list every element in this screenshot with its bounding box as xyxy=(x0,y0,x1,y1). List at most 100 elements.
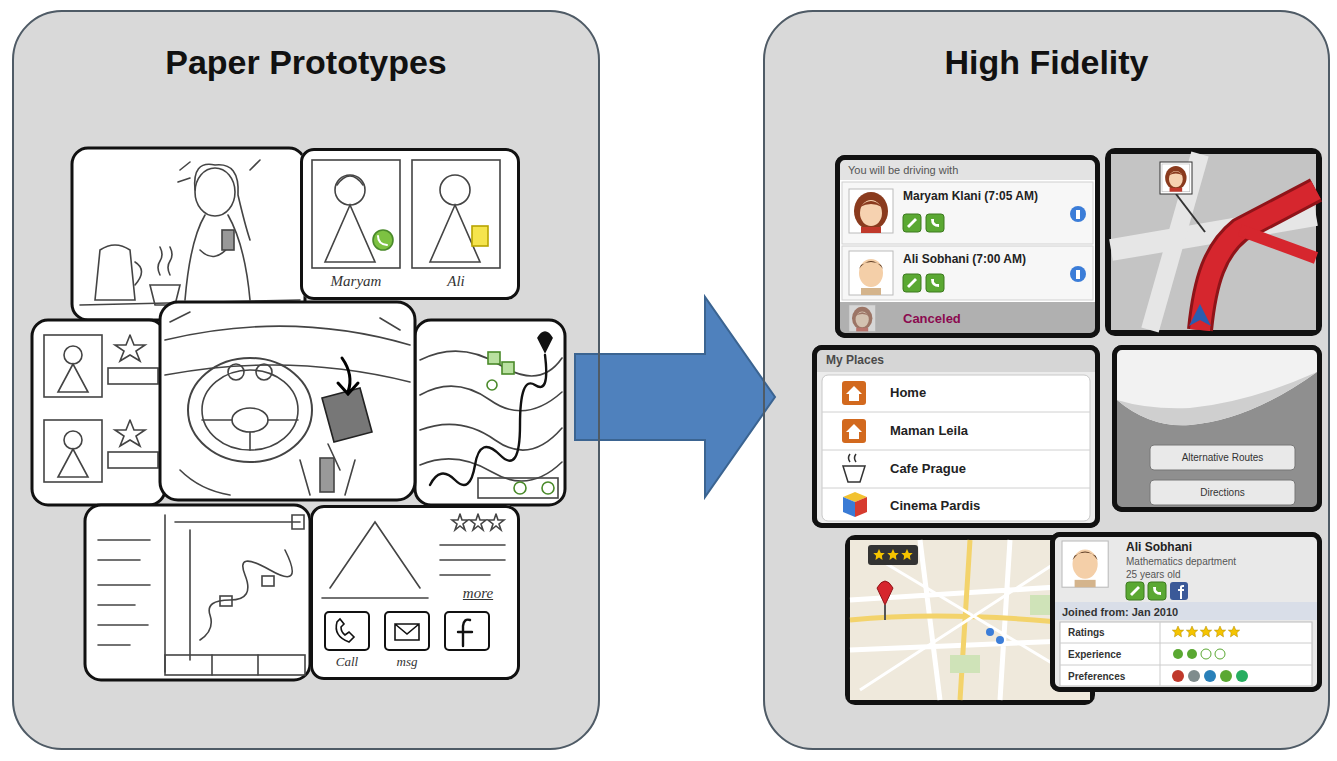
sketch-card-part xyxy=(338,358,358,394)
sketch-card-part xyxy=(336,619,354,642)
screen-header: My Places xyxy=(826,353,1046,368)
sketch-card-part xyxy=(310,505,520,680)
sketch-card-part xyxy=(415,320,565,505)
phone-screen: Ali SobhaniMathematics department25 year… xyxy=(1050,532,1322,692)
phone-screen-part xyxy=(1117,350,1317,425)
phone-screen xyxy=(1112,345,1322,512)
phone-screen-part xyxy=(1070,266,1086,282)
sketch-card-part xyxy=(378,236,387,245)
sketch-card-part xyxy=(488,514,504,530)
map-screen-part xyxy=(860,560,1080,690)
map-screen-part xyxy=(887,549,898,560)
navigation-screen-part xyxy=(1162,164,1190,192)
sketch-card-part xyxy=(538,332,552,352)
sketch-card-part xyxy=(412,160,500,268)
sketch-card-part xyxy=(440,545,505,575)
phone-screen: Alternative RoutesDirections xyxy=(1112,345,1322,512)
map-screen-part xyxy=(901,549,912,560)
sketch-card-part xyxy=(220,596,232,606)
phone-screen-part xyxy=(846,386,862,401)
sketch-card-part xyxy=(165,326,410,345)
sketch-card-part xyxy=(108,368,158,384)
panel-ground xyxy=(12,10,600,750)
phone-screen-part xyxy=(1188,670,1200,682)
phone-screen-part xyxy=(1070,206,1086,222)
map-screen-part xyxy=(877,581,893,605)
navigation-screen-part xyxy=(1105,148,1322,336)
phone-screen-part xyxy=(817,350,1095,372)
sketch-card-part xyxy=(487,380,497,390)
sketch-card-part xyxy=(262,576,274,586)
phone-screen-part xyxy=(840,302,1095,333)
sketch-card-part xyxy=(430,355,546,485)
phone-screen-part xyxy=(903,214,921,232)
phone-screen-part xyxy=(846,424,862,439)
navigation-screen-part xyxy=(1176,194,1205,232)
navigation-screen-part xyxy=(1189,304,1211,326)
contact-name: Maryam Klani (7:05 AM) xyxy=(903,189,1068,204)
status-text: Canceled xyxy=(903,311,1053,327)
prototype-panel: Paper PrototypesMaryamAlimoreCallmsg xyxy=(12,10,600,750)
sketch-card-part xyxy=(502,362,514,374)
sketch-card-part xyxy=(200,550,292,640)
sketch-card-part xyxy=(44,335,102,397)
sketch-card-part xyxy=(542,482,554,494)
sketch-card-part xyxy=(458,620,472,646)
sketch-card-part xyxy=(385,612,429,650)
map-screen-part xyxy=(868,545,918,565)
phone-screen-part xyxy=(1076,210,1080,219)
sketch-card-part xyxy=(212,655,258,675)
sketch-card-part xyxy=(175,515,304,529)
sketch-card-part xyxy=(180,460,355,495)
sketch-card-part xyxy=(232,408,268,432)
sketch-card xyxy=(72,148,305,320)
sketch-card-part xyxy=(320,458,334,492)
phone-screen-part xyxy=(1150,445,1295,470)
phone-screen-part xyxy=(1055,537,1317,687)
navigation-screen-part xyxy=(1240,230,1316,258)
sketch-card-part xyxy=(420,351,562,376)
phone-screen-part xyxy=(1214,626,1225,637)
sketch-card-part xyxy=(325,205,375,262)
table-cell: Experience xyxy=(1068,648,1156,661)
phone-screen-part xyxy=(1220,670,1232,682)
map-screen-part xyxy=(950,655,980,673)
sketch-card-part xyxy=(452,514,468,530)
list-item: Home xyxy=(890,385,1080,401)
sketch-card xyxy=(160,302,415,500)
screen-header: You will be driving with xyxy=(848,163,1088,177)
phone-screen-part xyxy=(855,497,867,517)
sketch-card-part xyxy=(178,160,260,182)
phone-screen-part xyxy=(842,182,1093,244)
sketch-card-part xyxy=(222,230,234,250)
sketch-card-part xyxy=(115,335,145,361)
sketch-card-part xyxy=(373,230,393,250)
sketch-card-part xyxy=(58,364,88,392)
list-item: Maman Leila xyxy=(890,423,1080,439)
sketch-card-part xyxy=(322,597,428,599)
navigation-screen-part xyxy=(1200,190,1316,330)
sketch-card-part xyxy=(160,302,415,500)
sketch-label: Call xyxy=(322,654,372,670)
panel-title: High Fidelity xyxy=(763,41,1330,84)
phone-screen-part xyxy=(835,155,1100,338)
phone-screen-part xyxy=(840,160,1095,333)
phone-screen-part xyxy=(842,246,1093,300)
sketch-card-part xyxy=(158,247,172,275)
phone-screen-part xyxy=(1050,532,1322,692)
profile-detail: 25 years old xyxy=(1126,568,1314,581)
sketch-card-part xyxy=(58,449,88,477)
phone-screen-part xyxy=(926,274,944,292)
phone-screen-part xyxy=(1117,372,1317,425)
sketch-card-part xyxy=(170,312,400,330)
phone-screen-part xyxy=(822,412,1090,488)
phone-screen-part xyxy=(842,419,866,443)
sketch-card-part xyxy=(72,148,305,320)
phone-screen-part xyxy=(1117,350,1317,507)
sketch-card-part xyxy=(325,612,369,650)
list-item: Cafe Prague xyxy=(890,461,1080,477)
sketch-card xyxy=(300,148,520,300)
phone-screen-part xyxy=(1201,649,1211,659)
